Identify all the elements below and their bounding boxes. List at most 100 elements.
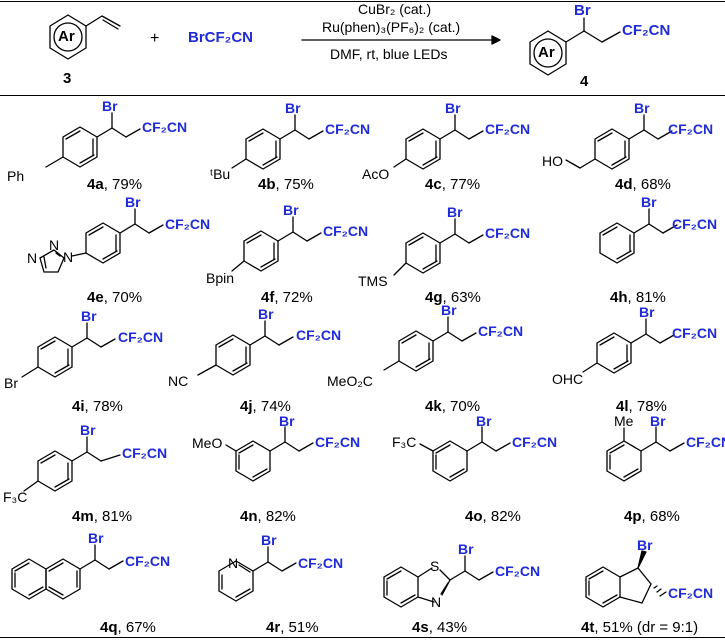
condition-solvent: DMF, rt, blue LEDs	[330, 46, 448, 62]
product-tag-4t: 4t, 51% (dr = 9:1)	[581, 619, 699, 636]
bottom-rule	[0, 637, 725, 638]
product-tag-4e: 4e, 70%	[87, 289, 143, 306]
product-tag-4r: 4r, 51%	[266, 619, 319, 636]
cf2cn-label-4d: CF₂CN	[668, 121, 714, 137]
reactant-3-structure	[49, 14, 121, 60]
product-tag-4s: 4s, 43%	[412, 619, 468, 636]
cf2cn-label-4g: CF₂CN	[485, 225, 531, 241]
product-tag-4b: 4b, 75%	[258, 176, 314, 193]
scheme-divider-rule	[0, 95, 725, 96]
substituent-meo2c: MeO₂C	[327, 373, 373, 389]
br-label-4e: Br	[125, 194, 141, 210]
substituent-aco: AcO	[362, 166, 390, 182]
cf2cn-label-4l: CF₂CN	[672, 325, 718, 341]
triazole-n2-label: N	[49, 237, 60, 253]
br-label-4j: Br	[258, 306, 274, 322]
substituent-f3c-meta: F₃C	[392, 434, 417, 450]
cf2cn-label-4b: CF₂CN	[325, 121, 371, 137]
br-label-4d: Br	[634, 100, 650, 116]
product-tag-4i: 4i, 78%	[72, 398, 123, 415]
product-br-label: Br	[574, 2, 591, 19]
product-tag-4g: 4g, 63%	[425, 289, 481, 306]
product-tag-4l: 4l, 78%	[616, 398, 667, 415]
br-label-4s: Br	[458, 541, 474, 557]
product-tag-4p: 4p, 68%	[624, 508, 680, 525]
cf2cn-label-4i: CF₂CN	[118, 329, 164, 345]
substituent-br: Br	[4, 375, 18, 391]
product-cf2cn-label: CF₂CN	[622, 22, 671, 39]
br-label-4k: Br	[441, 302, 457, 318]
product-tag-4h: 4h, 81%	[610, 289, 666, 306]
structure-4n	[225, 426, 314, 482]
br-label-4a: Br	[102, 98, 118, 114]
structure-4o	[419, 426, 511, 482]
substituent-f3c: F₃C	[3, 489, 28, 505]
product-tag-4q: 4q, 67%	[100, 619, 156, 636]
br-label-4q: Br	[88, 530, 104, 546]
structure-4l	[582, 318, 675, 374]
structure-4g	[393, 218, 484, 276]
structure-4f	[231, 216, 322, 272]
br-label-4o: Br	[476, 413, 492, 429]
pyridine-n-label: N	[228, 555, 239, 571]
structure-4h	[599, 208, 678, 264]
cf2cn-label-4q: CF₂CN	[125, 553, 171, 569]
structure-4j	[197, 320, 294, 376]
condition-catalyst-1: CuBr₂ (cat.)	[358, 1, 432, 17]
br-label-4h: Br	[641, 194, 657, 210]
br-label-4p: Br	[650, 413, 666, 429]
top-rule	[0, 1, 725, 2]
cf2cn-label-4m: CF₂CN	[122, 445, 168, 461]
triazole-n4-label: N	[27, 250, 38, 266]
product-tag-4k: 4k, 70%	[425, 398, 481, 415]
structure-4a	[45, 112, 141, 168]
benzothiazole-n-label: N	[431, 594, 442, 610]
cf2cn-label-4k: CF₂CN	[478, 323, 524, 339]
substituent-meo: MeO	[192, 435, 223, 451]
condition-catalyst-2: Ru(phen)₃(PF₆)₂ (cat.)	[322, 19, 461, 35]
cf2cn-label-4c: CF₂CN	[485, 121, 531, 137]
product-tag-4c: 4c, 77%	[425, 176, 481, 193]
br-label-4c: Br	[445, 100, 461, 116]
br-label-4t: Br	[637, 537, 653, 553]
cf2cn-label-4a: CF₂CN	[142, 119, 188, 135]
br-label-4n: Br	[279, 413, 295, 429]
product-tag-4a: 4a, 79%	[87, 176, 143, 193]
cf2cn-label-4t: CF₂CN	[668, 585, 714, 601]
br-label-4b: Br	[285, 100, 301, 116]
br-label-4i: Br	[81, 308, 97, 324]
product-tag-4n: 4n, 82%	[240, 508, 296, 525]
product-tag-4f: 4f, 72%	[261, 289, 313, 306]
product-tag-4o: 4o, 82%	[465, 508, 521, 525]
cf2cn-label-4f: CF₂CN	[323, 223, 369, 239]
product-tag-4d: 4d, 68%	[615, 176, 671, 193]
reaction-arrow	[301, 35, 501, 45]
br-label-4f: Br	[283, 202, 299, 218]
br-label-4g: Br	[447, 204, 463, 220]
product-tag-4j: 4j, 74%	[240, 398, 291, 415]
product-tag-4m: 4m, 81%	[72, 508, 133, 525]
structure-4m	[23, 436, 121, 492]
product-4-structure	[529, 17, 621, 76]
cf2cn-label-4h: CF₂CN	[672, 216, 718, 232]
structure-4t	[585, 550, 667, 608]
product-compound-number: 4	[580, 73, 589, 90]
substituent-me: Me	[614, 413, 634, 429]
product-ar-label: Ar	[538, 44, 555, 61]
substituent-tms: TMS	[358, 273, 388, 289]
reactant-ar-label: Ar	[58, 28, 75, 45]
cf2cn-label-4j: CF₂CN	[296, 327, 342, 343]
structure-4b	[231, 114, 324, 170]
reactant-compound-number: 3	[63, 70, 72, 87]
cf2cn-label-4o: CF₂CN	[512, 434, 558, 450]
br-label-4m: Br	[80, 422, 96, 438]
structure-4r	[218, 546, 297, 602]
reagent-label: BrCF₂CN	[188, 29, 253, 46]
cf2cn-label-4s: CF₂CN	[495, 563, 541, 579]
structure-4s	[383, 555, 494, 608]
cf2cn-label-4n: CF₂CN	[315, 434, 361, 450]
br-label-4r: Br	[261, 532, 277, 548]
structure-4e	[39, 208, 164, 273]
